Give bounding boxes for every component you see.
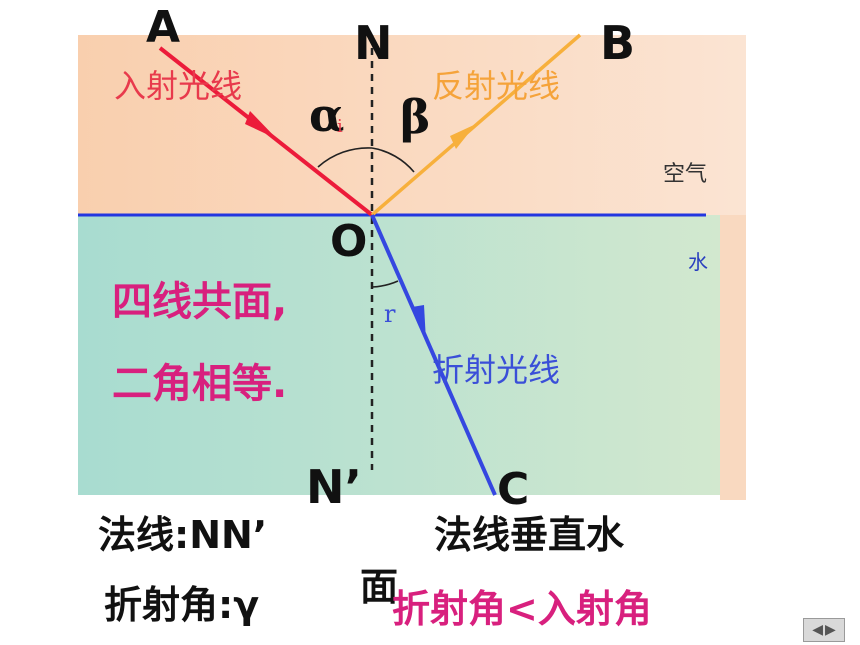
air-medium-label: 空气	[663, 162, 708, 187]
incident-ray-label: 入射光线	[114, 67, 243, 105]
slide-nav-buttons[interactable]: ◀ ▶	[803, 618, 845, 642]
air-region	[78, 35, 746, 215]
summary-line-2: 二角相等.	[112, 361, 288, 407]
reflected-ray-label: 反射光线	[432, 67, 561, 105]
point-n-label: N	[354, 16, 393, 70]
water-medium-label: 水	[688, 250, 708, 274]
incident-arrowhead	[245, 111, 277, 139]
refraction-angle-arc	[371, 280, 399, 288]
water-region	[78, 215, 720, 495]
perpendicular-caption: 法线垂直水	[434, 513, 625, 557]
point-o-label: O	[330, 216, 368, 267]
point-b-label: B	[600, 16, 636, 70]
reflected-angle-arc	[371, 147, 415, 173]
prev-slide-icon[interactable]: ◀	[812, 622, 823, 638]
point-n-prime-label: N’	[306, 460, 362, 514]
incident-angle-i-label: i	[337, 116, 343, 137]
refraction-angle-caption: 折射角:γ	[104, 583, 260, 627]
refraction-angle-r-label: r	[384, 300, 396, 328]
reflected-ray	[370, 33, 582, 217]
water-right-margin	[720, 215, 746, 500]
beta-symbol: β	[400, 90, 431, 144]
perpendicular-caption-continued: 面	[360, 565, 399, 609]
angle-comparison-caption: 折射角<入射角	[392, 587, 652, 631]
normal-caption: 法线:NN’	[98, 513, 268, 557]
refracted-arrowhead	[412, 305, 426, 341]
alpha-symbol: α	[309, 88, 345, 142]
summary-line-1: 四线共面,	[112, 279, 288, 325]
point-c-label: C	[497, 464, 530, 515]
reflected-arrowhead	[450, 124, 476, 149]
next-slide-icon[interactable]: ▶	[825, 622, 836, 638]
refracted-ray	[370, 214, 497, 496]
refracted-ray-label: 折射光线	[432, 351, 561, 389]
point-a-label: A	[146, 2, 181, 53]
incident-angle-arc	[317, 147, 373, 168]
